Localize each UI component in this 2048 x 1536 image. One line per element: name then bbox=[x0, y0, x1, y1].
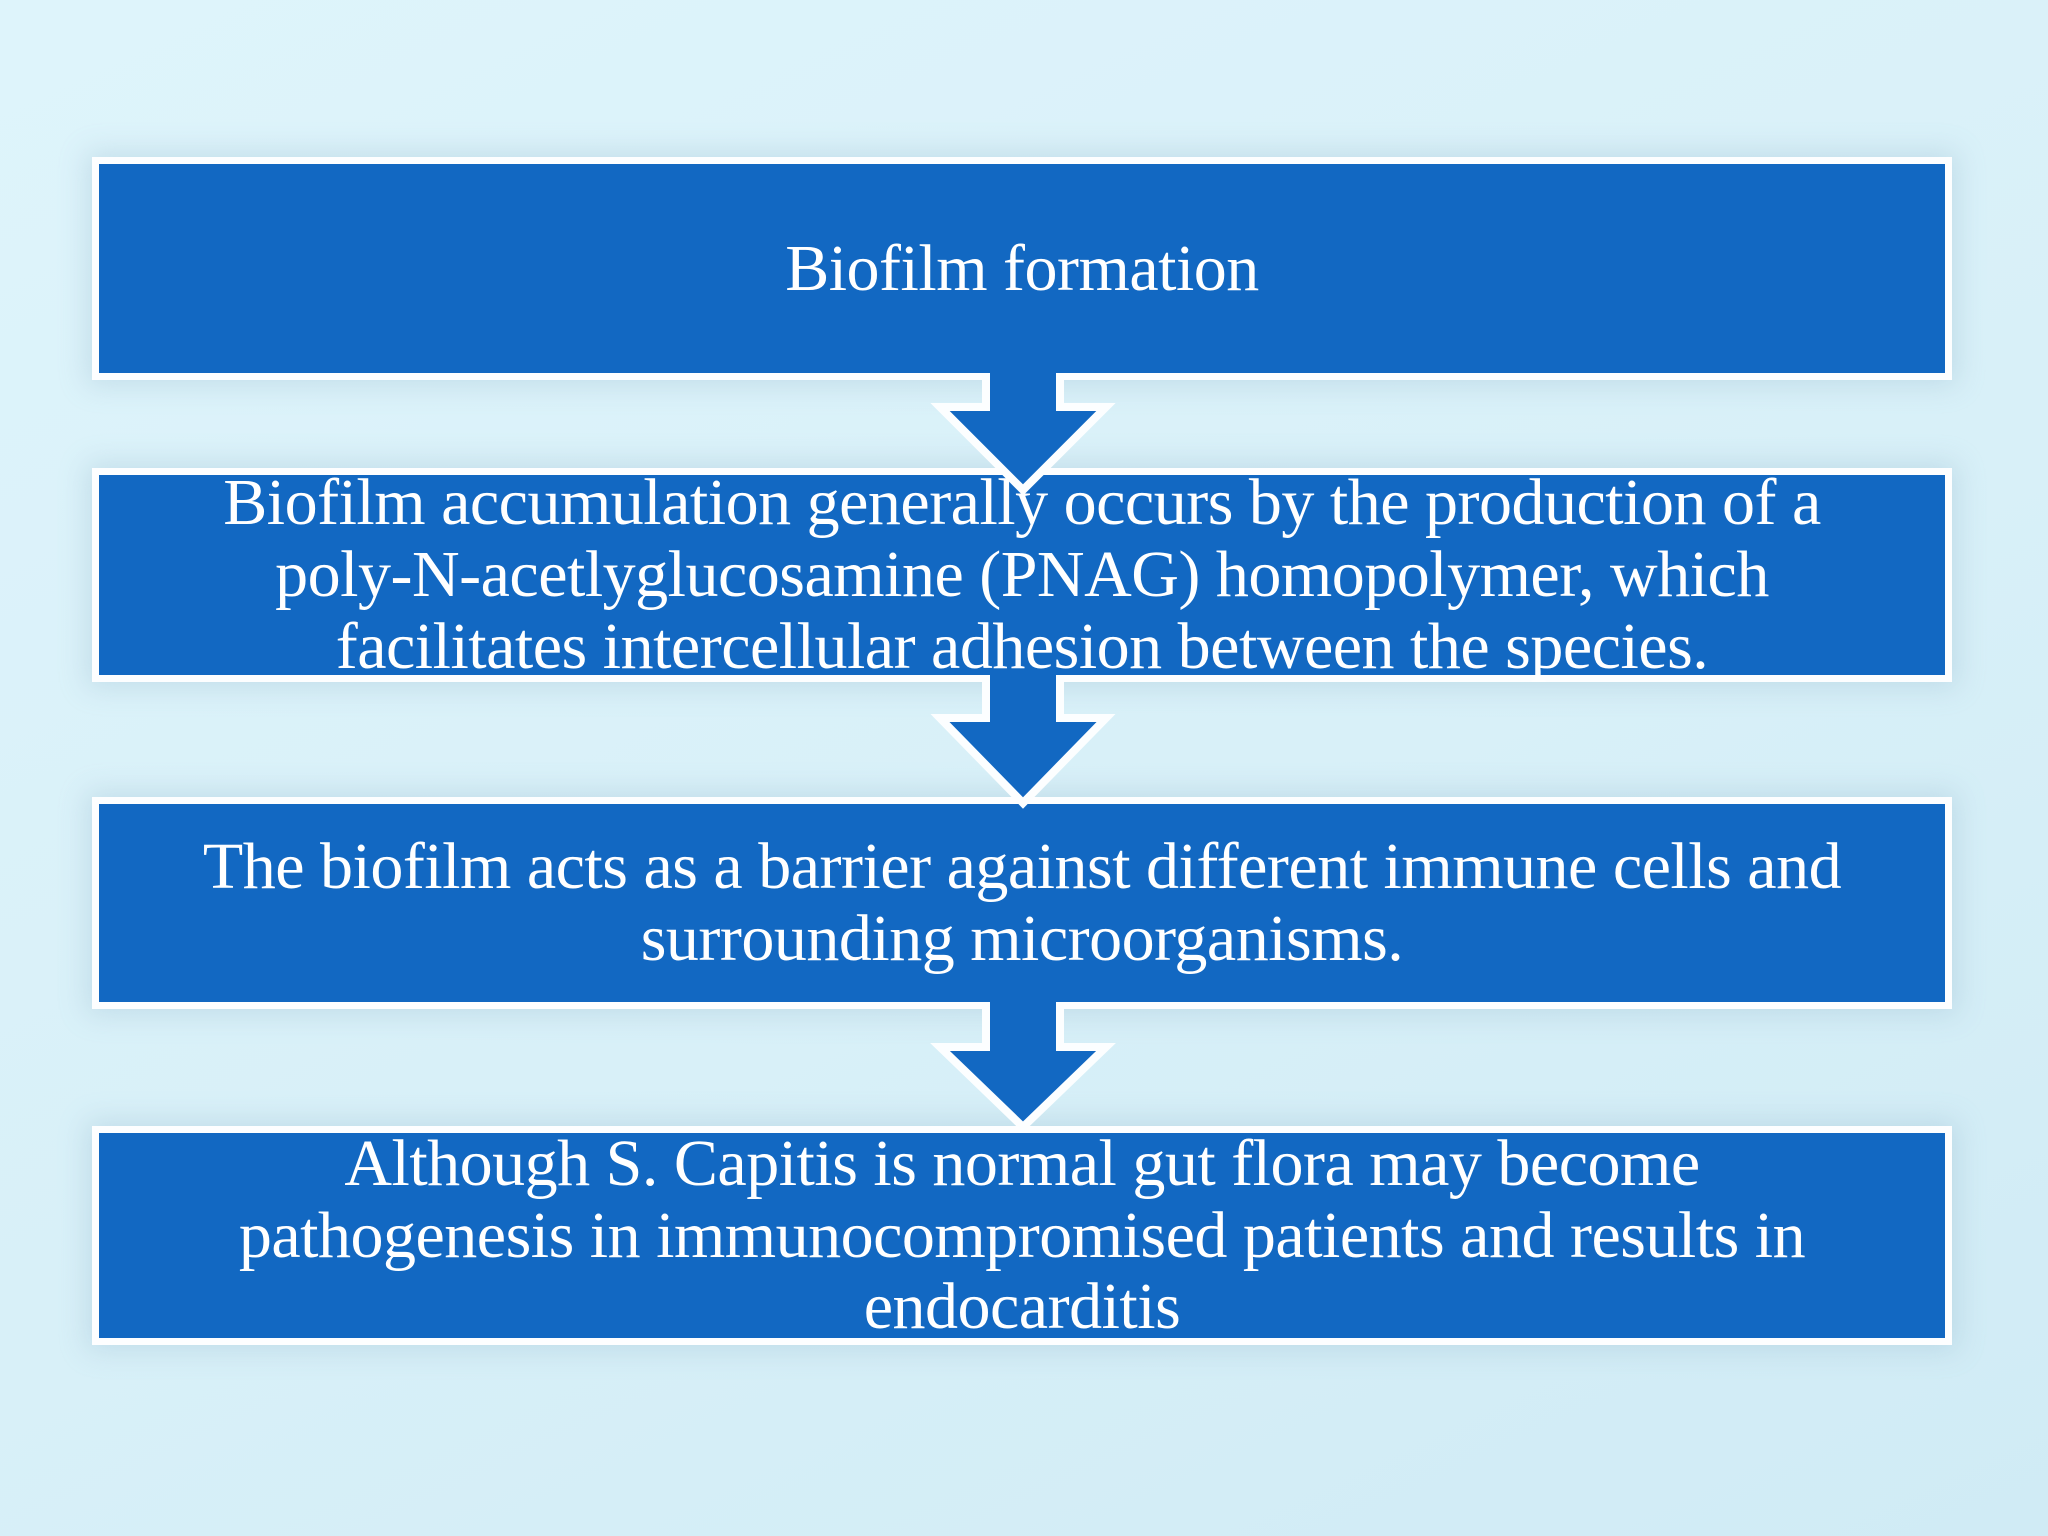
flow-box-4-text: Although S. Capitis is normal gut flora … bbox=[238, 1126, 1806, 1344]
flow-box-accumulation: Biofilm accumulation generally occurs by… bbox=[99, 467, 1945, 682]
flow-box-biofilm-formation: Biofilm formation bbox=[99, 164, 1945, 373]
down-arrow-icon bbox=[930, 1002, 1116, 1133]
flow-box-1-text: Biofilm formation bbox=[785, 231, 1259, 305]
flow-connector-3 bbox=[923, 1002, 1123, 1142]
flow-box-pathogenesis: Although S. Capitis is normal gut flora … bbox=[99, 1127, 1945, 1343]
down-arrow-icon bbox=[930, 675, 1116, 809]
flow-box-2-text: Biofilm accumulation generally occurs by… bbox=[223, 466, 1821, 683]
flow-box-barrier: The biofilm acts as a barrier against di… bbox=[99, 804, 1945, 1002]
flow-box-3-text: The biofilm acts as a barrier against di… bbox=[202, 830, 1842, 975]
flow-connector-2 bbox=[923, 675, 1123, 817]
